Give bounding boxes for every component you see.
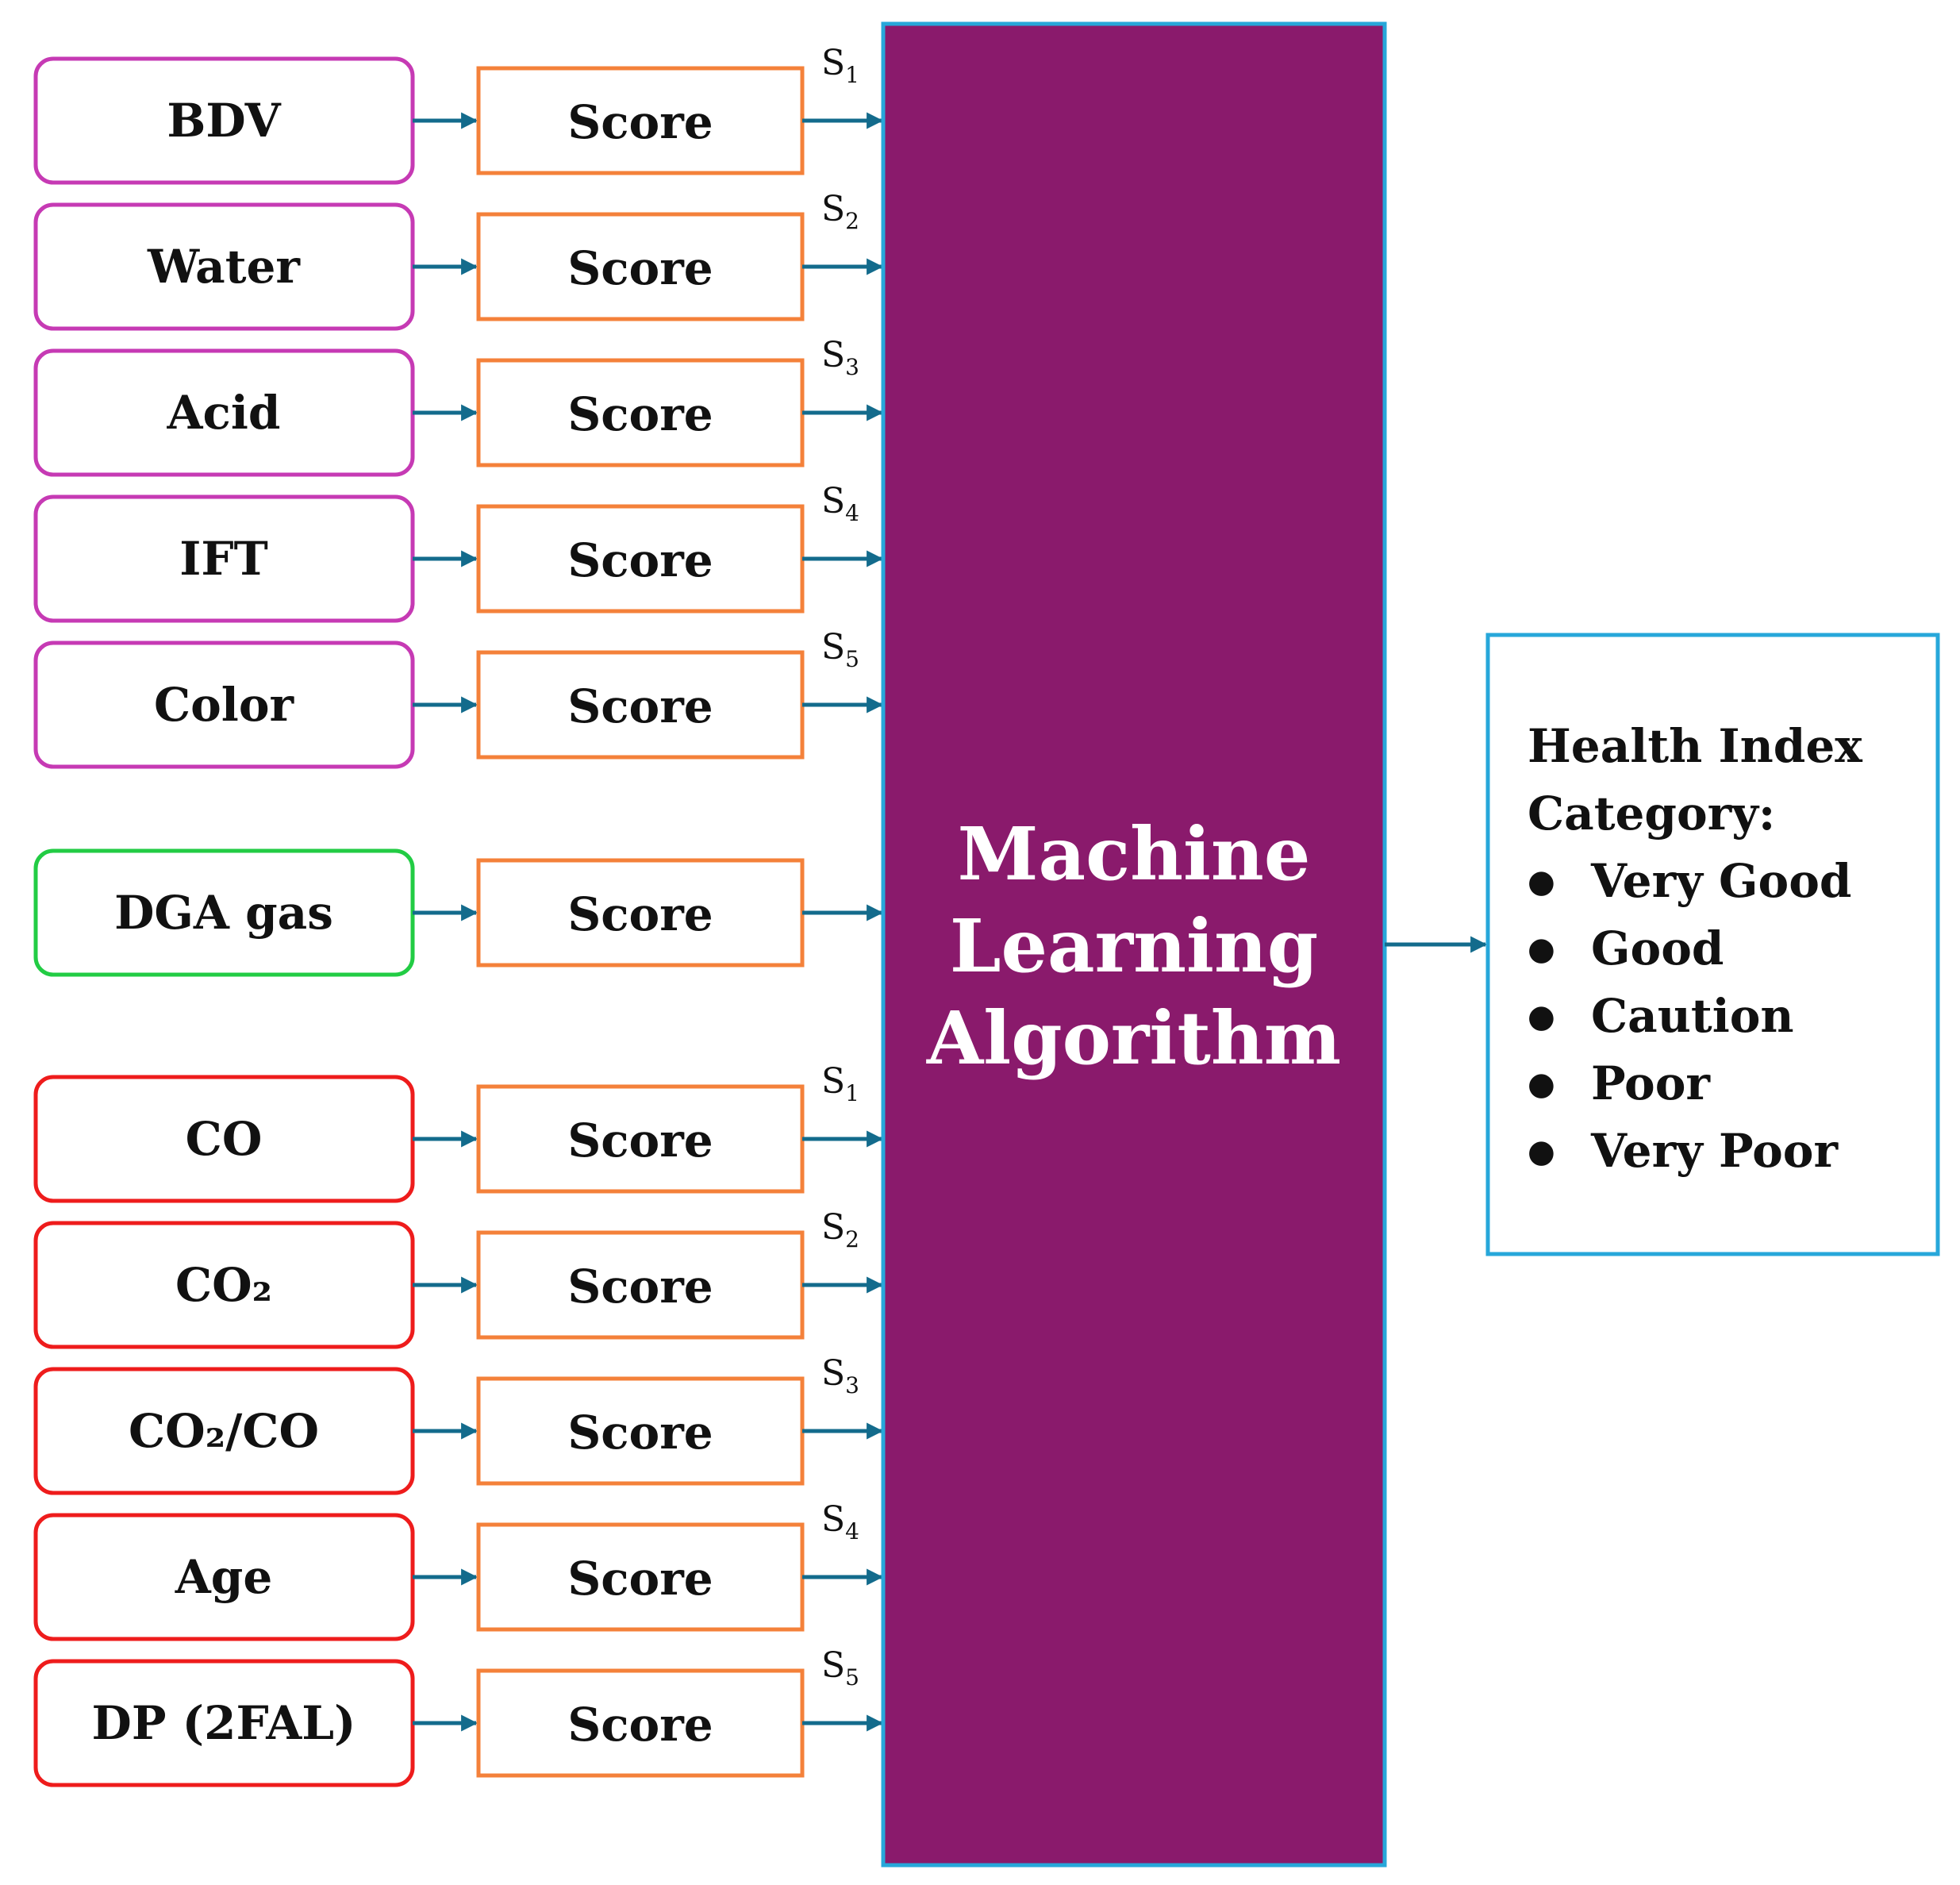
- score-box: [476, 66, 805, 175]
- score-index-main: S: [821, 1499, 845, 1540]
- ml-block: Machine Learning Algorithm: [881, 21, 1387, 1868]
- input-row: Age Score S4: [33, 1499, 884, 1641]
- score-label: Score: [567, 241, 713, 295]
- input-row: DGA gas Score: [33, 848, 884, 977]
- score-index-label: S1: [821, 43, 859, 88]
- score-index-label: S4: [821, 481, 859, 526]
- score-index-main: S: [821, 43, 845, 83]
- parameter-label: CO₂: [175, 1258, 272, 1312]
- input-row: BDV Score S1: [33, 43, 884, 185]
- parameter-label: Water: [147, 240, 301, 294]
- score-label: Score: [567, 1260, 713, 1314]
- output-title-line-2: Category:: [1528, 787, 1775, 841]
- parameter-label: CO: [186, 1112, 263, 1166]
- parameter-label: IFT: [179, 532, 267, 586]
- score-box: [476, 858, 805, 968]
- score-index-subscript: 2: [845, 208, 859, 234]
- category-item: Good: [1591, 921, 1724, 975]
- ml-label-line-1: Machine: [958, 811, 1311, 897]
- score-index-label: S5: [821, 1645, 859, 1691]
- bullet-icon: ●: [1528, 1065, 1555, 1102]
- score-index-label: S5: [821, 627, 859, 672]
- ml-algorithm-box: [881, 21, 1387, 1868]
- score-index-subscript: 1: [845, 62, 859, 88]
- input-row: CO Score S1: [33, 1061, 884, 1203]
- score-label: Score: [567, 533, 713, 587]
- ml-label-line-3: Algorithm: [926, 995, 1341, 1081]
- input-row: DP (2FAL) Score S5: [33, 1645, 884, 1787]
- category-item: Poor: [1591, 1056, 1711, 1110]
- score-label: Score: [567, 1406, 713, 1460]
- score-index-main: S: [821, 335, 845, 375]
- parameter-label: CO₂/CO: [129, 1404, 319, 1458]
- input-row: CO₂ Score S2: [33, 1207, 884, 1349]
- score-label: Score: [567, 387, 713, 441]
- parameter-label: DP (2FAL): [92, 1696, 356, 1750]
- output-title-line-1: Health Index: [1528, 719, 1862, 773]
- score-box: [476, 212, 805, 321]
- input-row: CO₂/CO Score S3: [33, 1353, 884, 1495]
- parameter-label: BDV: [167, 94, 281, 148]
- score-index-label: S3: [821, 335, 859, 380]
- score-box: [476, 504, 805, 614]
- score-box: [476, 1376, 805, 1486]
- output-box: [1485, 633, 1940, 1256]
- score-index-label: S1: [821, 1061, 859, 1106]
- score-index-main: S: [821, 189, 845, 229]
- score-index-subscript: 3: [845, 354, 859, 380]
- score-box: [476, 1230, 805, 1340]
- score-label: Score: [567, 1698, 713, 1752]
- parameter-label: DGA gas: [114, 886, 333, 940]
- score-index-main: S: [821, 1353, 845, 1394]
- input-row: Acid Score S3: [33, 335, 884, 477]
- score-box: [476, 1084, 805, 1194]
- score-index-main: S: [821, 1061, 845, 1102]
- score-label: Score: [567, 1114, 713, 1168]
- input-row: Color Score S5: [33, 627, 884, 769]
- parameter-label: Age: [175, 1550, 272, 1604]
- score-index-subscript: 5: [845, 1664, 859, 1691]
- score-label: Score: [567, 887, 713, 941]
- score-index-label: S3: [821, 1353, 859, 1398]
- score-index-subscript: 4: [845, 500, 859, 526]
- score-index-subscript: 4: [845, 1518, 859, 1545]
- parameter-label: Color: [154, 678, 295, 732]
- category-item: Very Good: [1590, 854, 1852, 908]
- score-index-main: S: [821, 481, 845, 521]
- ml-label-line-2: Learning: [950, 903, 1318, 989]
- bullet-icon: ●: [1528, 930, 1555, 968]
- score-index-label: S2: [821, 189, 859, 234]
- score-label: Score: [567, 679, 713, 733]
- parameter-label: Acid: [167, 386, 281, 440]
- score-index-label: S2: [821, 1207, 859, 1252]
- input-row: Water Score S2: [33, 189, 884, 331]
- bullet-icon: ●: [1528, 1133, 1555, 1170]
- score-index-subscript: 1: [845, 1080, 859, 1106]
- score-label: Score: [567, 1552, 713, 1606]
- score-box: [476, 1668, 805, 1778]
- score-box: [476, 1522, 805, 1632]
- score-label: Score: [567, 95, 713, 149]
- score-index-main: S: [821, 627, 845, 667]
- score-index-label: S4: [821, 1499, 859, 1545]
- score-index-subscript: 5: [845, 646, 859, 672]
- score-index-subscript: 3: [845, 1372, 859, 1398]
- category-item: Very Poor: [1590, 1124, 1839, 1178]
- output-panel: Health Index Category: ● Very Good ● Good ● C…: [1485, 633, 1940, 1256]
- score-index-main: S: [821, 1645, 845, 1686]
- bullet-icon: ●: [1528, 998, 1555, 1035]
- bullet-icon: ●: [1528, 863, 1555, 900]
- category-list: ● Very Good ● Good ● Caution ● Poor ● Very Poor: [1528, 854, 1852, 1178]
- score-index-subscript: 2: [845, 1226, 859, 1252]
- score-index-main: S: [821, 1207, 845, 1248]
- input-row: IFT Score S4: [33, 481, 884, 623]
- category-item: Caution: [1591, 989, 1794, 1043]
